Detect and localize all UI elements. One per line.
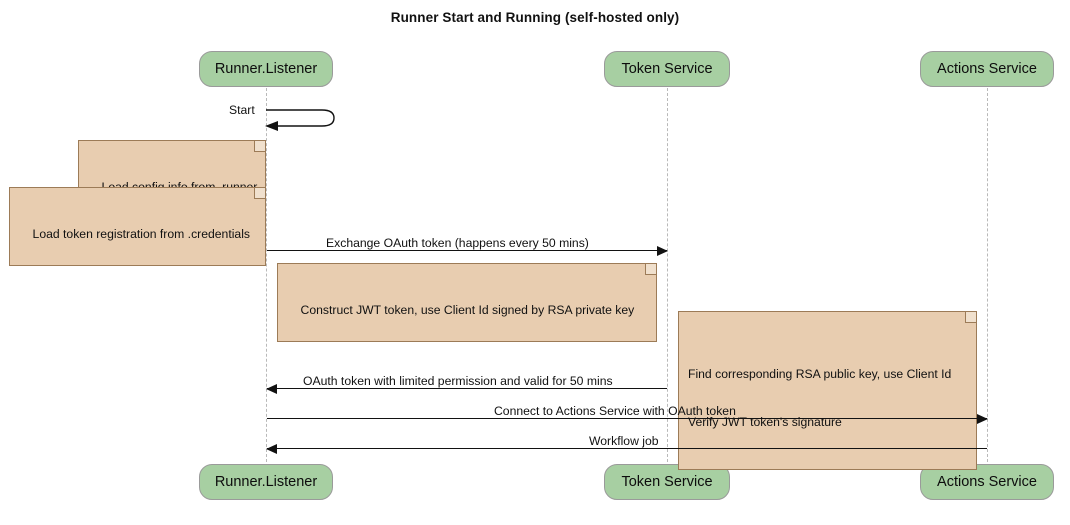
note-construct-jwt-token: Construct JWT token, use Client Id signe…: [277, 263, 657, 342]
message-label-oauth-token-return: OAuth token with limited permission and …: [303, 374, 613, 388]
participant-runner-listener-top[interactable]: Runner.Listener: [199, 51, 333, 87]
participant-label: Runner.Listener: [214, 474, 318, 490]
participant-actions-service-bottom[interactable]: Actions Service: [920, 464, 1054, 500]
participant-token-service-bottom[interactable]: Token Service: [604, 464, 730, 500]
note-fold-corner-icon: [965, 312, 976, 323]
note-text: Load token registration from .credential…: [32, 227, 251, 241]
note-verify-jwt-signature: Find corresponding RSA public key, use C…: [678, 311, 977, 470]
message-label-connect-to-actions-service: Connect to Actions Service with OAuth to…: [494, 404, 736, 418]
participant-label: Actions Service: [937, 61, 1037, 77]
arrowhead-left-icon: [266, 444, 277, 454]
self-call-arrow-start: [265, 109, 335, 131]
participant-label: Token Service: [621, 474, 713, 490]
note-text: Construct JWT token, use Client Id signe…: [300, 303, 635, 317]
lifeline-runner: [266, 88, 267, 462]
diagram-title: Runner Start and Running (self-hosted on…: [390, 10, 680, 25]
participant-token-service-top[interactable]: Token Service: [604, 51, 730, 87]
note-fold-corner-icon: [254, 188, 265, 199]
message-arrow-oauth-token-return: [266, 384, 667, 394]
arrowhead-right-icon: [657, 246, 668, 256]
note-fold-corner-icon: [645, 264, 656, 275]
note-fold-corner-icon: [254, 141, 265, 152]
lifeline-token: [667, 88, 668, 462]
message-label-workflow-job: Workflow job: [589, 434, 659, 448]
participant-label: Runner.Listener: [214, 61, 318, 77]
note-load-token-registration: Load token registration from .credential…: [9, 187, 266, 266]
participant-actions-service-top[interactable]: Actions Service: [920, 51, 1054, 87]
self-call-label-start: Start: [229, 103, 255, 117]
lifeline-actions: [987, 88, 988, 462]
message-arrow-exchange-oauth-token: [267, 246, 668, 256]
message-label-exchange-oauth-token: Exchange OAuth token (happens every 50 m…: [326, 236, 589, 250]
participant-label: Token Service: [621, 61, 713, 77]
note-text-line-1: Find corresponding RSA public key, use C…: [688, 367, 952, 381]
message-arrow-connect-to-actions-service: [267, 414, 988, 424]
arrowhead-left-icon: [266, 384, 277, 394]
message-arrow-workflow-job: [266, 444, 987, 454]
participant-runner-listener-bottom[interactable]: Runner.Listener: [199, 464, 333, 500]
participant-label: Actions Service: [937, 474, 1037, 490]
arrowhead-right-icon: [977, 414, 988, 424]
